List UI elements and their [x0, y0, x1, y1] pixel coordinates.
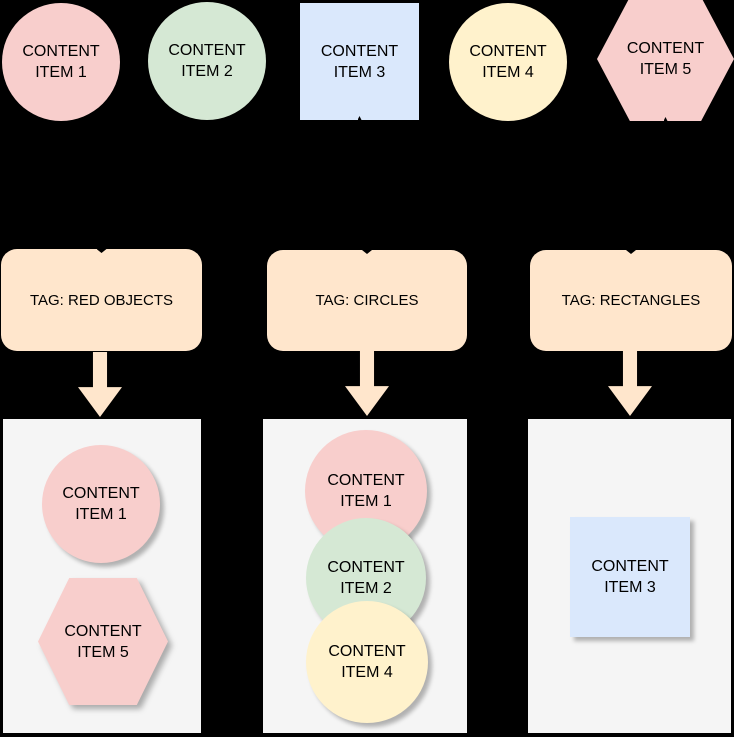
content-item-5-node[interactable]: CONTENT ITEM 5	[597, 0, 734, 121]
container-red-item-5-node[interactable]: CONTENT ITEM 5	[38, 578, 168, 705]
red-objects-container[interactable]: CONTENT ITEM 1 CONTENT ITEM 5	[3, 419, 201, 733]
connector-arrowhead	[362, 250, 372, 254]
circles-container[interactable]: CONTENT ITEM 1 CONTENT ITEM 2 CONTENT IT…	[263, 419, 467, 733]
shape-label: CONTENT ITEM 2	[168, 42, 246, 80]
shape-label: CONTENT ITEM 2	[327, 559, 405, 597]
connector-endpoint	[663, 117, 668, 121]
tag-red-objects-node[interactable]: TAG: RED OBJECTS	[1, 249, 202, 351]
tag-circles-node[interactable]: TAG: CIRCLES	[267, 250, 467, 351]
shape-label: CONTENT ITEM 1	[62, 485, 140, 523]
container-red-item-1-node[interactable]: CONTENT ITEM 1	[42, 445, 160, 563]
tag-rectangles-node[interactable]: TAG: RECTANGLES	[530, 250, 732, 351]
connector-endpoint	[357, 116, 362, 120]
content-item-4-node[interactable]: CONTENT ITEM 4	[449, 3, 567, 121]
shape-label: CONTENT ITEM 1	[22, 43, 100, 81]
shape-label: CONTENT ITEM 3	[320, 42, 399, 81]
tag-label: TAG: RECTANGLES	[561, 292, 701, 309]
content-item-2-node[interactable]: CONTENT ITEM 2	[148, 2, 266, 120]
container-circles-item-4-node[interactable]: CONTENT ITEM 4	[306, 601, 428, 723]
content-item-1-node[interactable]: CONTENT ITEM 1	[2, 3, 120, 121]
content-item-3-node[interactable]: CONTENT ITEM 3	[300, 3, 419, 120]
shape-label: CONTENT ITEM 3	[591, 558, 669, 596]
down-arrow-red-objects[interactable]	[78, 352, 122, 417]
connector-arrowhead	[626, 250, 636, 254]
rectangles-container[interactable]: CONTENT ITEM 3	[528, 419, 731, 733]
shape-label: CONTENT ITEM 4	[469, 43, 547, 81]
shape-label: CONTENT ITEM 1	[327, 472, 405, 510]
down-arrow-rectangles[interactable]	[608, 351, 652, 416]
connector-arrowhead	[96, 249, 107, 253]
shape-label: CONTENT ITEM 5	[626, 40, 705, 78]
tag-label: TAG: CIRCLES	[315, 292, 419, 309]
container-rect-item-3-node[interactable]: CONTENT ITEM 3	[570, 517, 690, 637]
tag-label: TAG: RED OBJECTS	[29, 291, 174, 309]
shape-label: CONTENT ITEM 5	[64, 622, 142, 661]
shape-label: CONTENT ITEM 4	[328, 643, 406, 681]
down-arrow-circles[interactable]	[345, 351, 389, 416]
